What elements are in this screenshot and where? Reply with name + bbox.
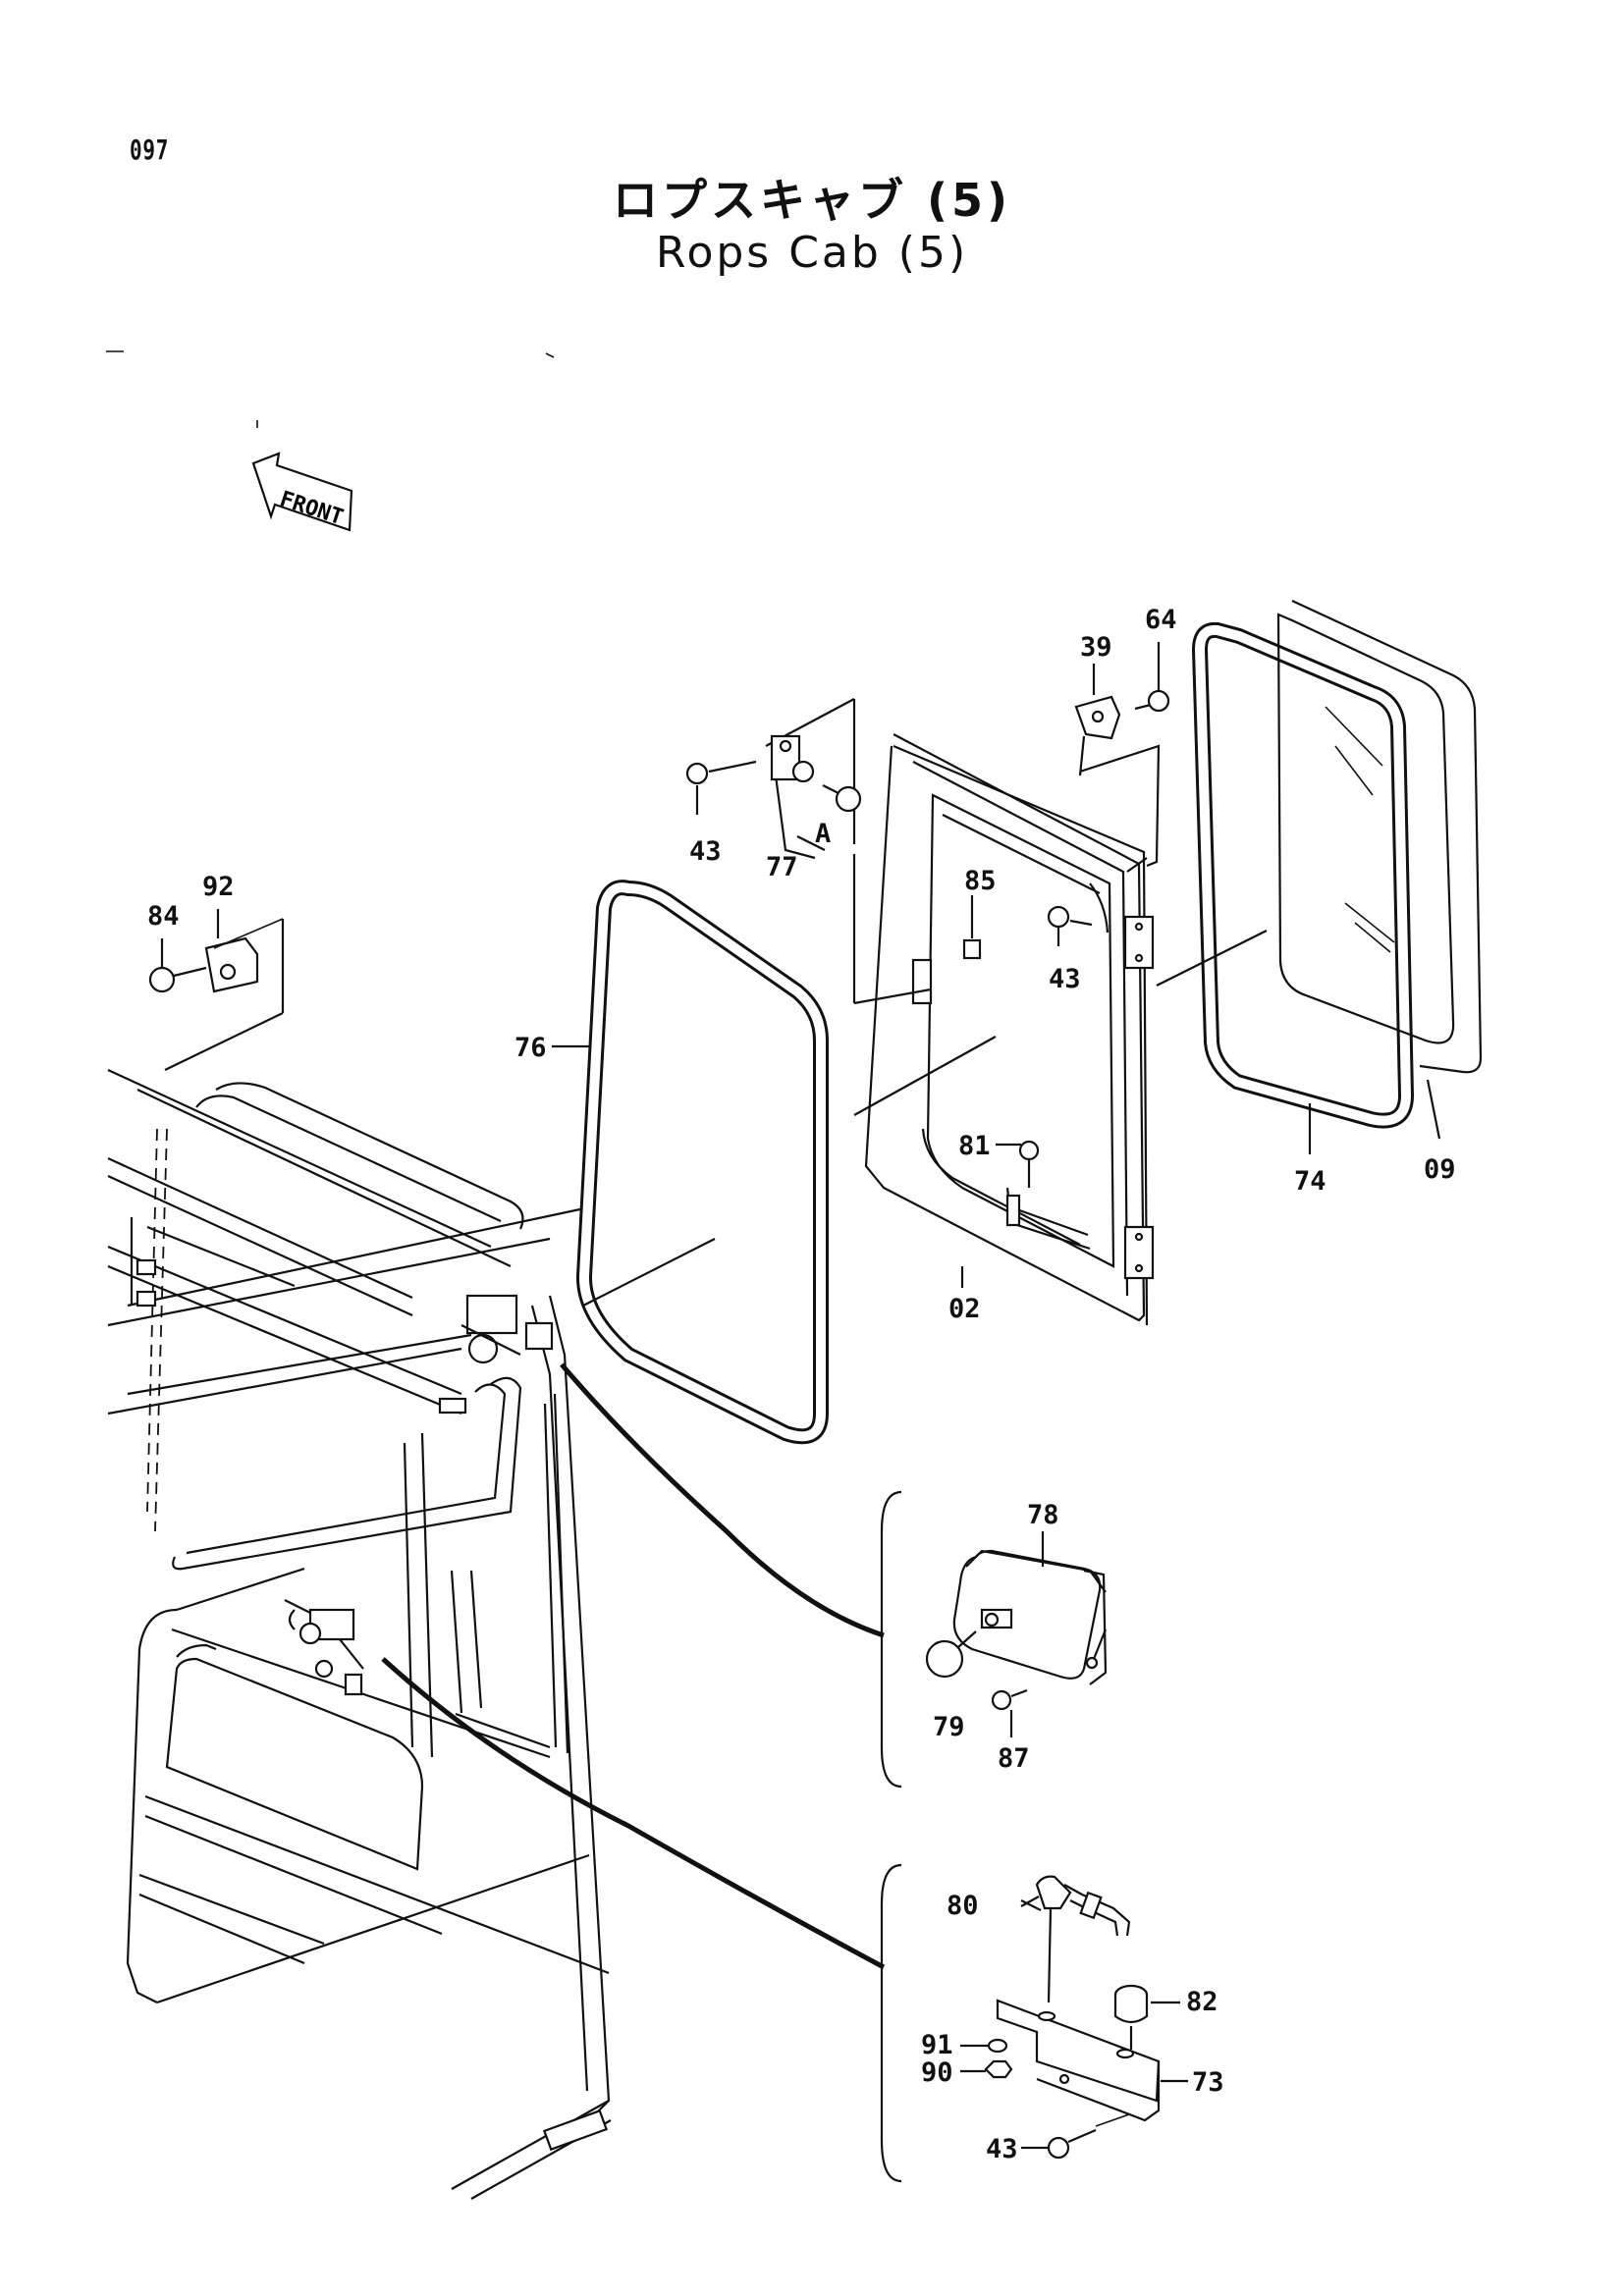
callout-43-latch: 43 [689,836,722,867]
callout-76: 76 [514,1033,547,1063]
callout-39: 39 [1080,632,1112,663]
cab-body [107,1069,612,2200]
detail-marker-a: A [815,819,831,849]
callout-92: 92 [202,872,235,902]
callout-81: 81 [958,1131,991,1161]
page-number: 097 [130,133,170,166]
page-title-japanese: ロプスキャブ (5) [612,174,1012,227]
door-frame-02 [852,733,1155,1326]
bracket-92 [148,909,284,993]
callout-78: 78 [1027,1500,1059,1530]
callout-79: 79 [933,1712,965,1742]
callout-43-door: 43 [1049,964,1081,994]
callout-91: 91 [921,2030,953,2060]
lamp-78 [925,1531,1108,1737]
sensor-80 [960,1875,1188,2160]
leader-to-sensor [381,1657,886,1970]
callout-80: 80 [947,1891,979,1921]
callout-64: 64 [1145,605,1177,635]
callout-43-plate: 43 [986,2134,1018,2164]
detail-bracket-sensor [880,1863,902,2183]
latch-77 [685,698,862,860]
callout-84: 84 [147,901,180,932]
callout-09: 09 [1424,1154,1456,1185]
leader-to-lamp [560,1362,885,1638]
gasket-74 [1156,621,1415,1154]
page-title-english: Rops Cab (5) [655,228,969,278]
front-arrow-icon: FRONT [251,452,353,532]
callout-87: 87 [998,1743,1030,1774]
callout-90: 90 [921,2057,953,2088]
callout-02: 02 [948,1294,981,1324]
gasket-76 [552,880,829,1445]
glass-09 [1276,600,1483,1140]
callout-73: 73 [1192,2067,1224,2098]
callout-74: 74 [1294,1166,1326,1197]
front-label: FRONT [277,487,347,530]
bracket-39 [1074,642,1170,868]
callout-77: 77 [766,852,798,882]
callout-82: 82 [1186,1987,1218,2017]
callout-85: 85 [964,866,997,896]
detail-bracket-lamp [880,1490,902,1789]
